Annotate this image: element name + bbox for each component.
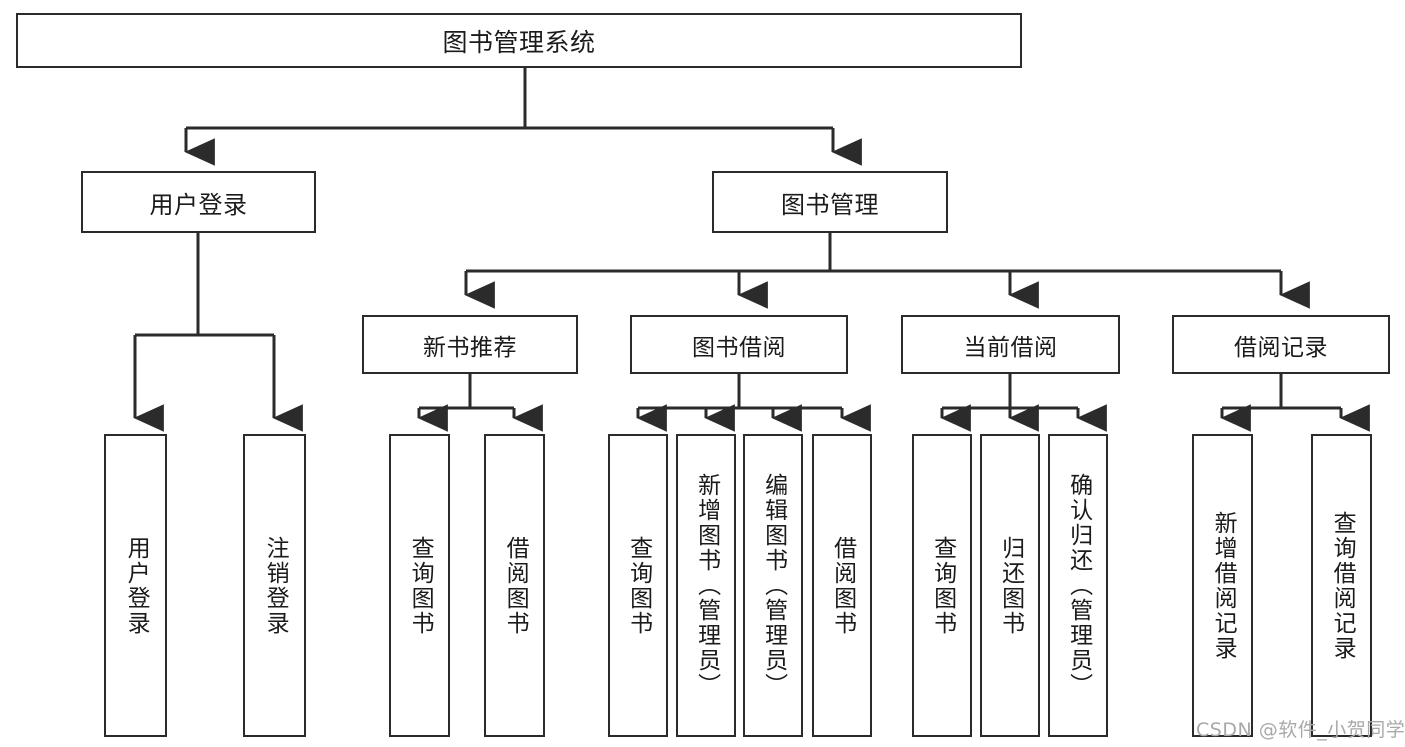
node-leaf-query-book-3-label: 查询图书 [929,535,956,636]
node-leaf-edit-book[interactable]: 编辑图书（管理员） [743,434,803,737]
node-leaf-user-login-label: 用户登录 [123,535,150,636]
csdn-watermark: CSDN @软件_小贺同学 [1196,719,1405,741]
node-user-login-label: 用户登录 [149,190,248,219]
node-leaf-query-book-3[interactable]: 查询图书 [912,434,972,737]
node-leaf-query-record[interactable]: 查询借阅记录 [1311,434,1372,737]
node-leaf-confirm-return[interactable]: 确认归还（管理员） [1048,434,1108,737]
edge-group-root [184,68,862,166]
node-leaf-return-book-label: 归还图书 [997,535,1024,636]
node-leaf-logout[interactable]: 注销登录 [243,434,306,737]
node-leaf-edit-book-label: 编辑图书（管理员） [760,473,787,698]
edge-group-book-borrow [636,374,871,432]
edge-group-current-borrow [940,374,1107,432]
node-book-manage-label: 图书管理 [781,190,879,219]
node-leaf-query-book-1[interactable]: 查询图书 [389,434,450,737]
node-root-label: 图书管理系统 [442,27,596,57]
node-leaf-query-book-1-label: 查询图书 [407,535,434,636]
edge-group-book-manage [464,233,1310,309]
node-leaf-user-login[interactable]: 用户登录 [104,434,167,737]
node-user-login[interactable]: 用户登录 [81,171,316,233]
node-leaf-return-book[interactable]: 归还图书 [980,434,1040,737]
node-new-book-recommend-label: 新书推荐 [423,334,517,361]
node-leaf-borrow-book-2-label: 借阅图书 [829,535,856,636]
node-book-manage[interactable]: 图书管理 [712,171,948,233]
node-leaf-add-book[interactable]: 新增图书（管理员） [676,434,736,737]
node-root[interactable]: 图书管理系统 [16,13,1022,68]
edge-group-borrow-record [1220,374,1370,432]
node-leaf-add-record[interactable]: 新增借阅记录 [1192,434,1253,737]
edge-group-user-login [133,233,303,432]
node-leaf-logout-label: 注销登录 [262,535,289,636]
edge-group-new-book [417,374,543,432]
node-current-borrow-label: 当前借阅 [963,334,1058,361]
node-current-borrow[interactable]: 当前借阅 [901,315,1120,374]
node-borrow-record-label: 借阅记录 [1234,334,1328,361]
node-book-borrow[interactable]: 图书借阅 [630,315,848,374]
node-leaf-add-record-label: 新增借阅记录 [1210,510,1237,661]
node-leaf-query-record-label: 查询借阅记录 [1329,510,1356,661]
node-leaf-add-book-label: 新增图书（管理员） [693,473,720,698]
node-leaf-borrow-book-1[interactable]: 借阅图书 [484,434,545,737]
node-leaf-query-book-2-label: 查询图书 [625,535,652,636]
node-leaf-confirm-return-label: 确认归还（管理员） [1065,473,1092,698]
node-leaf-borrow-book-2[interactable]: 借阅图书 [812,434,872,737]
node-leaf-query-book-2[interactable]: 查询图书 [608,434,668,737]
node-leaf-borrow-book-1-label: 借阅图书 [502,535,529,636]
node-borrow-record[interactable]: 借阅记录 [1172,315,1390,374]
node-book-borrow-label: 图书借阅 [692,334,786,361]
node-new-book-recommend[interactable]: 新书推荐 [362,315,578,374]
